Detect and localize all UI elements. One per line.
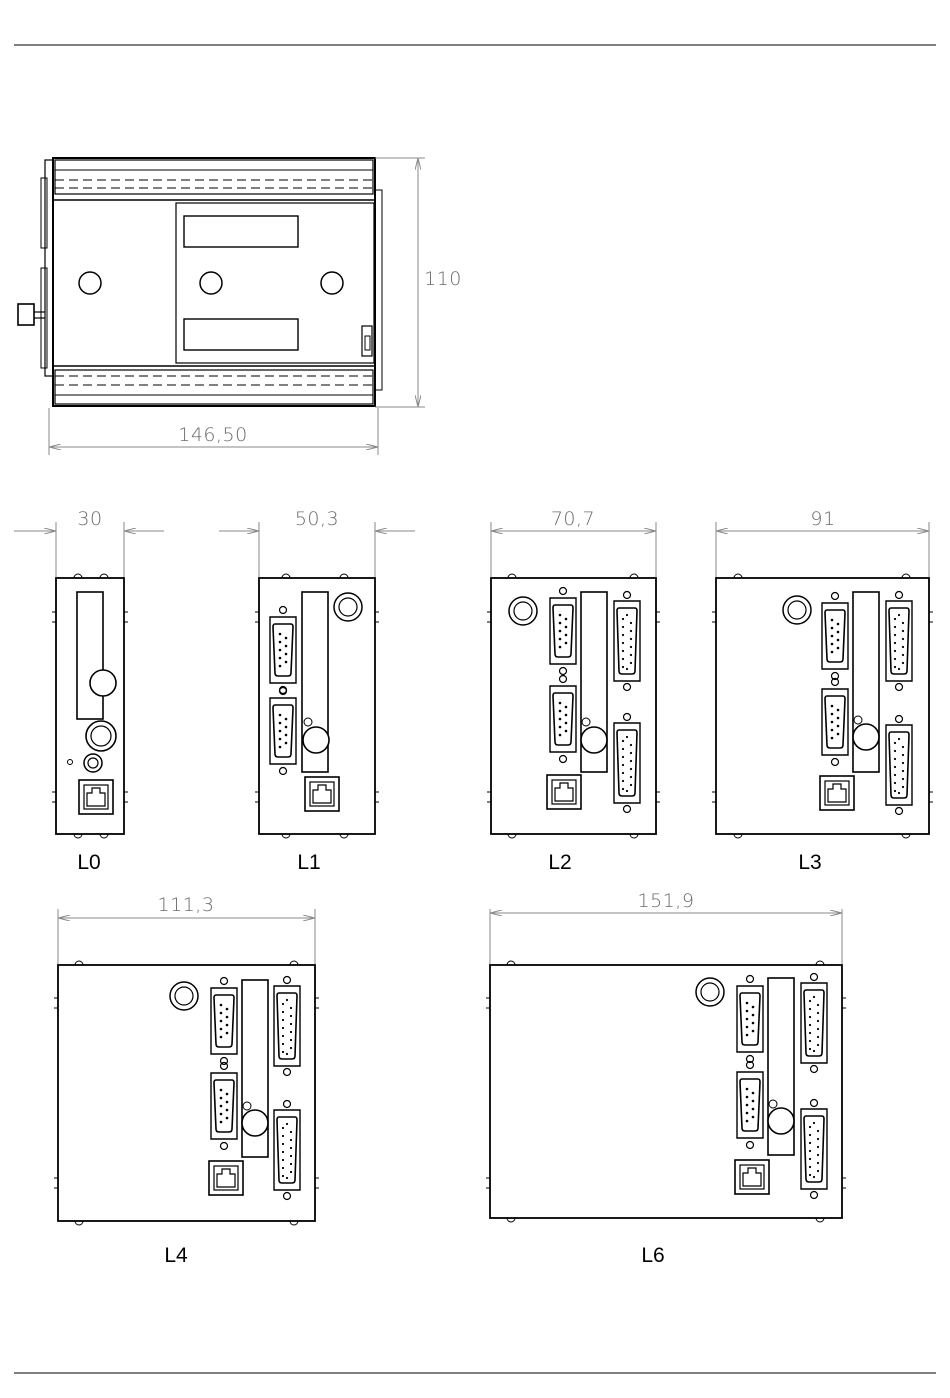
L4-label: L4 xyxy=(164,1244,188,1267)
variant-L4-housing xyxy=(54,961,319,1225)
variant-L2-housing xyxy=(487,574,660,838)
L1-width-dimension xyxy=(219,522,415,577)
top-height-label: 110 xyxy=(424,268,462,290)
L3-width-label: 91 xyxy=(810,508,835,530)
L1-label: L1 xyxy=(297,851,320,874)
L2-width-label: 70,7 xyxy=(551,508,595,530)
L0-width-dimension xyxy=(14,522,164,577)
L2-label: L2 xyxy=(548,851,571,874)
L2-width-dimension xyxy=(491,522,656,577)
L0-label: L0 xyxy=(77,851,100,874)
variant-L6-housing xyxy=(486,961,846,1222)
L6-width-label: 151,9 xyxy=(638,890,695,912)
L1-width-label: 50,3 xyxy=(295,508,339,530)
L0-width-label: 30 xyxy=(77,508,102,530)
top-view-housing xyxy=(18,158,382,406)
L6-label: L6 xyxy=(641,1244,664,1267)
L3-label: L3 xyxy=(798,851,821,874)
L4-width-dimension xyxy=(58,909,315,964)
variant-L1-housing xyxy=(255,574,379,838)
top-width-label: 146,50 xyxy=(178,424,247,446)
variant-L0-housing xyxy=(52,574,128,838)
L6-width-dimension xyxy=(490,909,842,964)
variant-L3-housing xyxy=(712,574,933,838)
L3-width-dimension xyxy=(716,522,929,577)
L4-width-label: 111,3 xyxy=(158,894,215,916)
